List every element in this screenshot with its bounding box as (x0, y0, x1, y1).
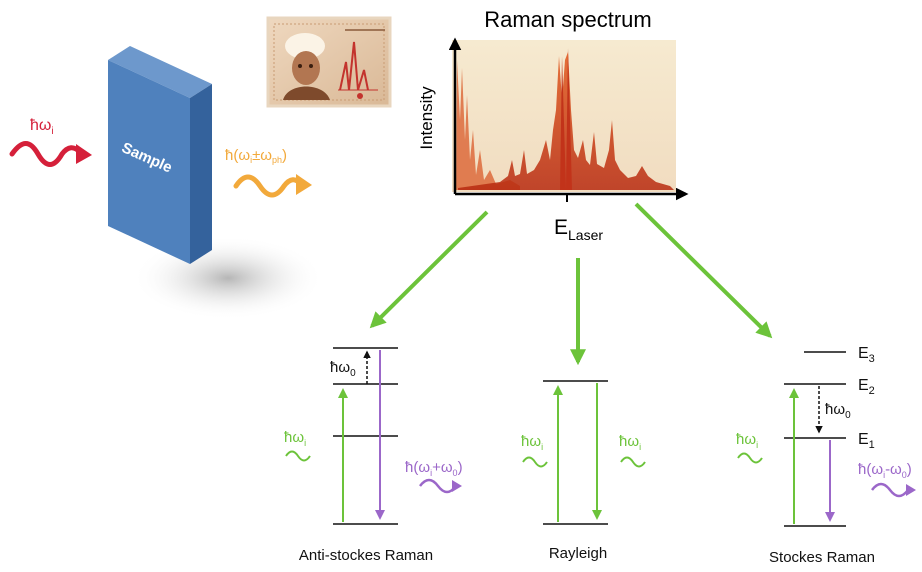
incident-photon: ħωi (9, 117, 92, 167)
scattered-wave-icon (233, 174, 303, 198)
incident-arrowhead-icon (76, 144, 92, 164)
spectrum-main-peak-b (566, 48, 572, 190)
anti-stokes-gap-label: ħω0 (330, 359, 356, 379)
sample-front-face (108, 60, 190, 264)
anti-stokes-in-label: ħωi (284, 429, 306, 448)
spectrum-left-noise (456, 60, 520, 190)
stokes-in-label: ħωi (736, 431, 758, 450)
scattered-arrowhead-icon (296, 174, 312, 195)
anti-stokes-out-arrowhead-icon (452, 480, 462, 492)
anti-stokes-out-wave-icon (419, 478, 457, 494)
arrow-to-stokes (634, 202, 773, 339)
raman-stamp-image (266, 16, 392, 108)
stokes-in-wave-icon (737, 452, 763, 464)
anti-stokes-in-wave-icon (285, 450, 311, 462)
anti-stokes-out-label: ħ(ωi+ω0) (405, 459, 463, 478)
connector-arrows (369, 202, 773, 366)
rayleigh-out-wave-icon (620, 456, 646, 468)
spectrum-y-label: Intensity (417, 86, 436, 150)
rayleigh-in-label: ħωi (521, 433, 543, 452)
scattered-photon: ħ(ωi±ωph) (225, 147, 312, 198)
stokes-out-arrowhead-icon (906, 484, 916, 496)
arrow-to-anti-stokes (369, 210, 489, 329)
anti-stokes-panel: ħω0 ħωi ħ(ωi+ω0) Anti-stockes Raman (284, 347, 463, 564)
rayleigh-out-label: ħωi (619, 433, 641, 452)
spectrum-title: Raman spectrum (484, 7, 652, 32)
raman-spectrum: Raman spectrum Intensity ELaser (417, 7, 689, 243)
stokes-e1-label: E1 (858, 431, 875, 451)
stokes-panel: E3 E2 E1 ħω0 ħωi ħ(ωi-ω0) Stockes Raman (736, 345, 916, 566)
stokes-gap-label: ħω0 (825, 401, 851, 421)
sample-side-face (190, 84, 212, 264)
incident-wave-icon (9, 141, 83, 167)
rayleigh-in-wave-icon (522, 456, 548, 468)
scattered-photon-label: ħ(ωi±ωph) (225, 147, 287, 165)
spectrum-trace (458, 52, 674, 190)
sample-block: Sample (108, 46, 324, 320)
incident-photon-label: ħωi (30, 117, 54, 137)
rayleigh-panel: ħωi ħωi Rayleigh (521, 380, 646, 562)
stokes-out-label: ħ(ωi-ω0) (858, 461, 912, 480)
sample-top-face (108, 46, 212, 98)
stokes-e2-label: E2 (858, 377, 875, 397)
spectrum-x-label: ELaser (554, 216, 603, 243)
spectrum-main-peak-a (560, 56, 566, 190)
stokes-title: Stockes Raman (769, 549, 875, 566)
rayleigh-title: Rayleigh (549, 545, 607, 562)
stokes-e3-label: E3 (858, 345, 875, 365)
anti-stokes-title: Anti-stockes Raman (299, 547, 433, 564)
stokes-out-wave-icon (871, 482, 909, 498)
